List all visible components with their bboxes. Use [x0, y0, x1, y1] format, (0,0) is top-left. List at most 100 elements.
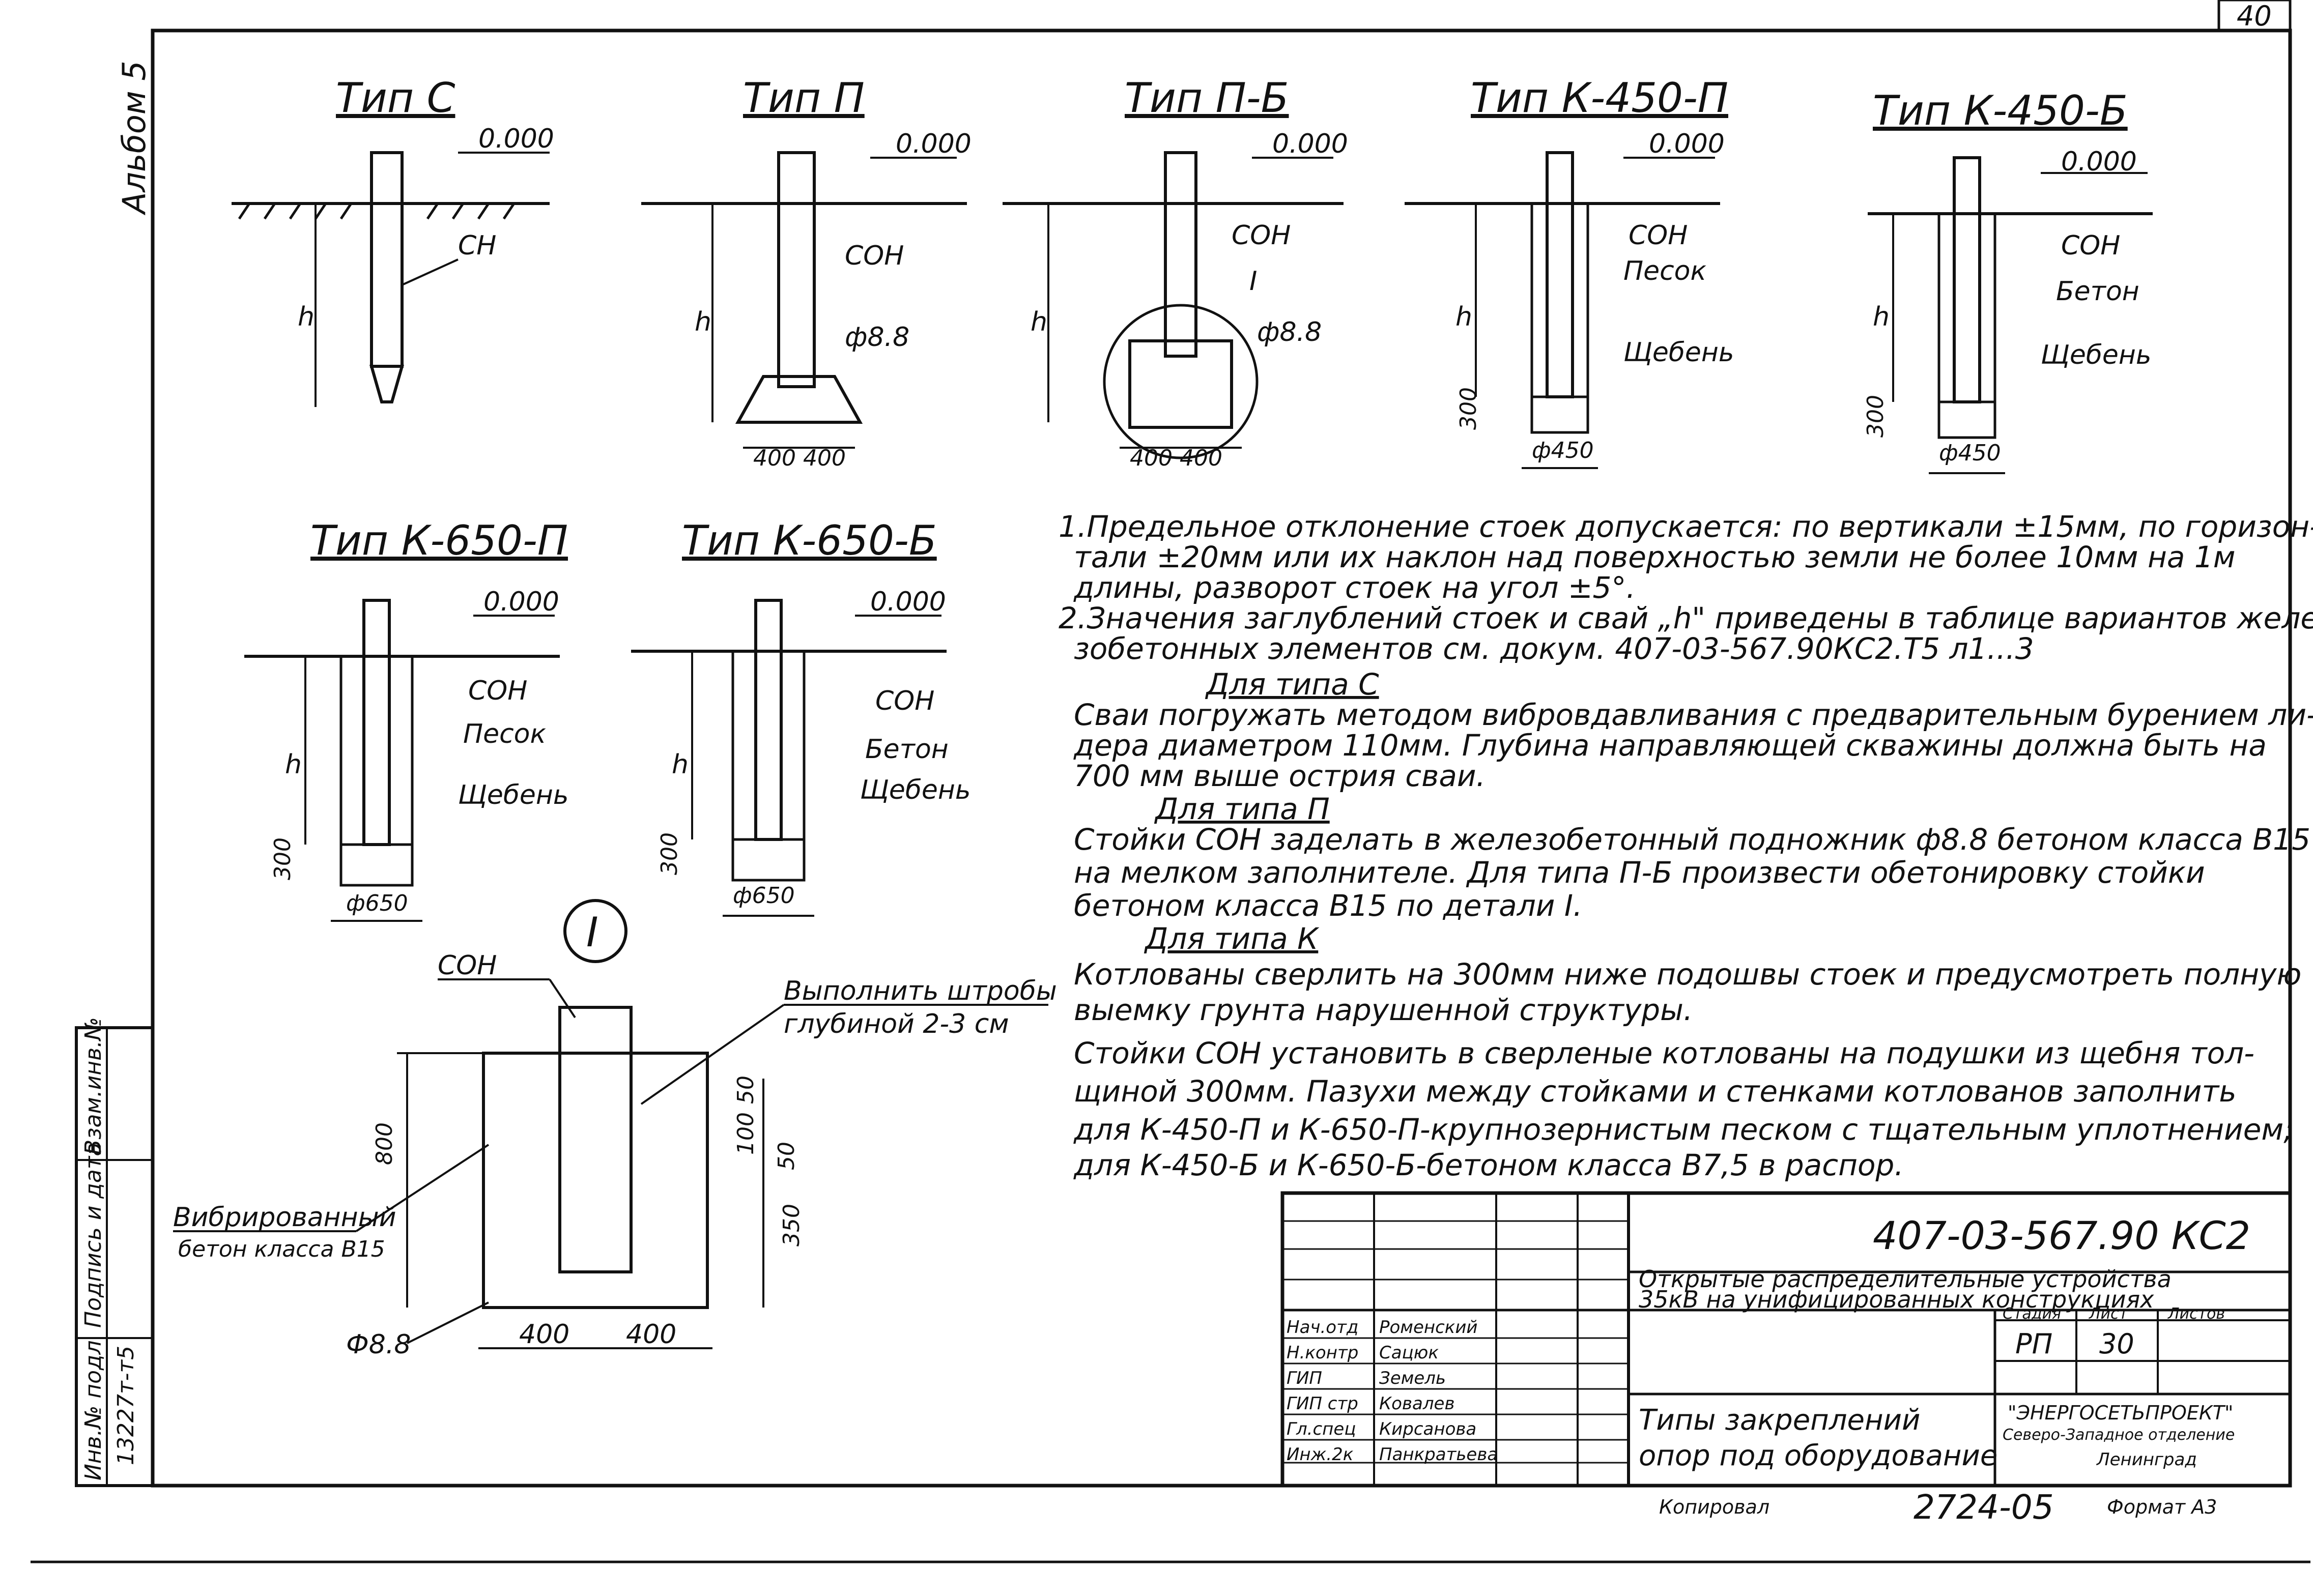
note-heading-p: Для типа П — [1154, 792, 1330, 826]
detail-1-dim-100: 100 — [733, 1112, 759, 1155]
type-p-level: 0.000 — [896, 129, 972, 159]
side-inv-no: 13227т-т5 — [113, 1346, 139, 1465]
side-replace: Взам.инв.№ — [80, 1017, 106, 1155]
note-k-line-3: Стойки СОН установить в сверленые котлов… — [1074, 1036, 2254, 1070]
type-k650b-title: Тип К-650-Б — [682, 517, 937, 564]
project-line-1: Открытые распределительные устройства — [1639, 1265, 2172, 1293]
sheet-title-1: Типы закреплений — [1639, 1404, 1920, 1437]
page-number-box — [2217, 0, 2292, 32]
type-k650b-depth: 300 — [656, 832, 682, 875]
type-k450b-depth: 300 — [1863, 395, 1889, 438]
stamp-role: Н.контр — [1287, 1343, 1358, 1363]
stage-value: РП — [2015, 1328, 2052, 1360]
sheet-header: Лист — [2089, 1305, 2129, 1323]
type-k450b-h: h — [1873, 302, 1890, 332]
type-c-title: Тип С — [336, 74, 455, 122]
stage-header: Стадия — [2003, 1305, 2061, 1323]
type-k650p-title: Тип К-650-П — [310, 517, 568, 564]
type-k450p-fill: Песок — [1623, 256, 1706, 286]
type-k450p-pole: СОН — [1629, 220, 1688, 251]
type-pb-level: 0.000 — [1272, 129, 1348, 159]
footer-copy-no: 2724-05 — [1914, 1488, 2054, 1527]
type-k450p-h: h — [1455, 302, 1472, 332]
type-pb-base: ф8.8 — [1257, 317, 1322, 347]
note-c-line-3: 700 мм выше острия сваи. — [1074, 759, 1486, 793]
note-1-line-3: длины, разворот стоек на угол ±5°. — [1073, 570, 1636, 605]
stamp-role: ГИП стр — [1287, 1394, 1358, 1414]
detail-1-grooves: Выполнить штробы — [784, 976, 1057, 1006]
note-2-line-1: 2.Значения заглублений стоек и свай „h" … — [1059, 601, 2313, 635]
detail-1-pole: СОН — [438, 950, 497, 981]
side-inv: Инв.№ подл — [80, 1340, 106, 1481]
type-k450b-dia: ф450 — [1939, 440, 2001, 466]
sheet-title-2: опор под оборудование — [1639, 1439, 1997, 1472]
detail-1-dim-400b: 400 — [626, 1319, 676, 1350]
note-c-line-2: дера диаметром 110мм. Глубина направляющ… — [1073, 728, 2267, 763]
note-1-line-1: 1.Предельное отклонение стоек допускаетс… — [1059, 509, 2313, 544]
type-k450p-dia: ф450 — [1532, 438, 1594, 463]
type-p-title: Тип П — [743, 74, 865, 122]
detail-1: I СОН 800 50 100 50 350 400 400 Выполнит… — [173, 899, 1057, 1360]
detail-type-pb: Тип П-Б h 0.000 СОН I ф8.8 400 400 — [1003, 74, 1348, 471]
type-k650p-pole: СОН — [468, 676, 527, 706]
type-k650p-h: h — [285, 749, 302, 780]
detail-type-k650b: Тип К-650-Б h 300 0.000 СОН Бетон Щебень… — [631, 517, 971, 917]
type-k650b-fill: Бетон — [865, 734, 949, 765]
type-k450b-title: Тип К-450-Б — [1873, 87, 2128, 134]
org-3: Ленинград — [2096, 1449, 2197, 1470]
stamp-name: Панкратьева — [1379, 1444, 1498, 1465]
type-pb-title: Тип П-Б — [1125, 74, 1289, 122]
detail-1-dim-350: 350 — [779, 1204, 805, 1246]
type-k650p-bed: Щебень — [458, 780, 569, 810]
sheet-frame — [151, 28, 2292, 1488]
type-k450p-title: Тип К-450-П — [1471, 74, 1728, 122]
type-k450p-bed: Щебень — [1623, 337, 1734, 368]
detail-1-concrete: Вибрированный — [173, 1202, 396, 1233]
type-k450b-bed: Щебень — [2041, 340, 2152, 370]
note-k-line-2: выемку грунта нарушенной структуры. — [1074, 993, 1693, 1027]
type-k450b-level: 0.000 — [2061, 147, 2137, 177]
detail-type-c: Тип С h 0.000 СН — [232, 74, 554, 407]
side-sign: Подпись и дата — [80, 1143, 106, 1328]
detail-1-base: Ф8.8 — [346, 1329, 411, 1360]
type-p-h: h — [695, 307, 711, 337]
note-p-line-2: на мелком заполнителе. Для типа П-Б прои… — [1074, 855, 2205, 890]
type-c-h: h — [298, 302, 315, 332]
footer-copied: Копировал — [1659, 1496, 1769, 1518]
detail-1-concrete2: бетон класса В15 — [178, 1236, 385, 1262]
stamp-name: Ковалев — [1379, 1394, 1455, 1414]
note-p-line-3: бетоном класса В15 по детали I. — [1074, 888, 1582, 923]
detail-type-k650p: Тип К-650-П h 300 0.000 СОН Песок Щебень… — [244, 517, 569, 922]
type-k450b-fill: Бетон — [2056, 276, 2139, 307]
note-p-line-1: Стойки СОН заделать в железобетонный под… — [1074, 822, 2310, 857]
type-c-level: 0.000 — [478, 124, 554, 154]
detail-type-k450b: Тип К-450-Б h 300 0.000 СОН Бетон Щебень… — [1863, 87, 2153, 474]
type-k650b-bed: Щебень — [860, 775, 971, 805]
detail-1-dim-400a: 400 — [519, 1319, 569, 1350]
stamp-name: Сацюк — [1379, 1343, 1439, 1363]
stamp-role: ГИП — [1287, 1368, 1322, 1388]
note-k-line-1: Котлованы сверлить на 300мм ниже подошвы… — [1074, 957, 2301, 992]
footer: Копировал 2724-05 Формат А3 — [1659, 1488, 2217, 1527]
type-p-base: ф8.8 — [845, 322, 909, 353]
footer-format: Формат А3 — [2107, 1496, 2217, 1518]
type-pb-dim: 400 400 — [1130, 445, 1222, 471]
type-p-pole: СОН — [845, 241, 904, 271]
sheets-header: Листов — [2167, 1305, 2225, 1323]
stamp-name: Роменский — [1379, 1317, 1478, 1338]
stamp-name: Кирсанова — [1379, 1419, 1476, 1439]
detail-1-mark: I — [586, 909, 598, 956]
type-pb-h: h — [1031, 307, 1047, 337]
detail-1-dim-50b: 50 — [774, 1142, 799, 1170]
stamp-role: Гл.спец — [1287, 1419, 1356, 1439]
type-p-dim: 400 400 — [753, 445, 846, 471]
type-k650b-h: h — [672, 749, 689, 780]
page-number: 40 — [2237, 0, 2272, 32]
note-k-line-5: для К-450-П и К-650-П-крупнозернистым пе… — [1073, 1112, 2294, 1147]
notes: 1.Предельное отклонение стоек допускаетс… — [1059, 509, 2313, 1182]
note-heading-k: Для типа К — [1144, 921, 1320, 956]
type-k650b-level: 0.000 — [870, 587, 946, 617]
type-k650b-dia: ф650 — [733, 883, 795, 909]
